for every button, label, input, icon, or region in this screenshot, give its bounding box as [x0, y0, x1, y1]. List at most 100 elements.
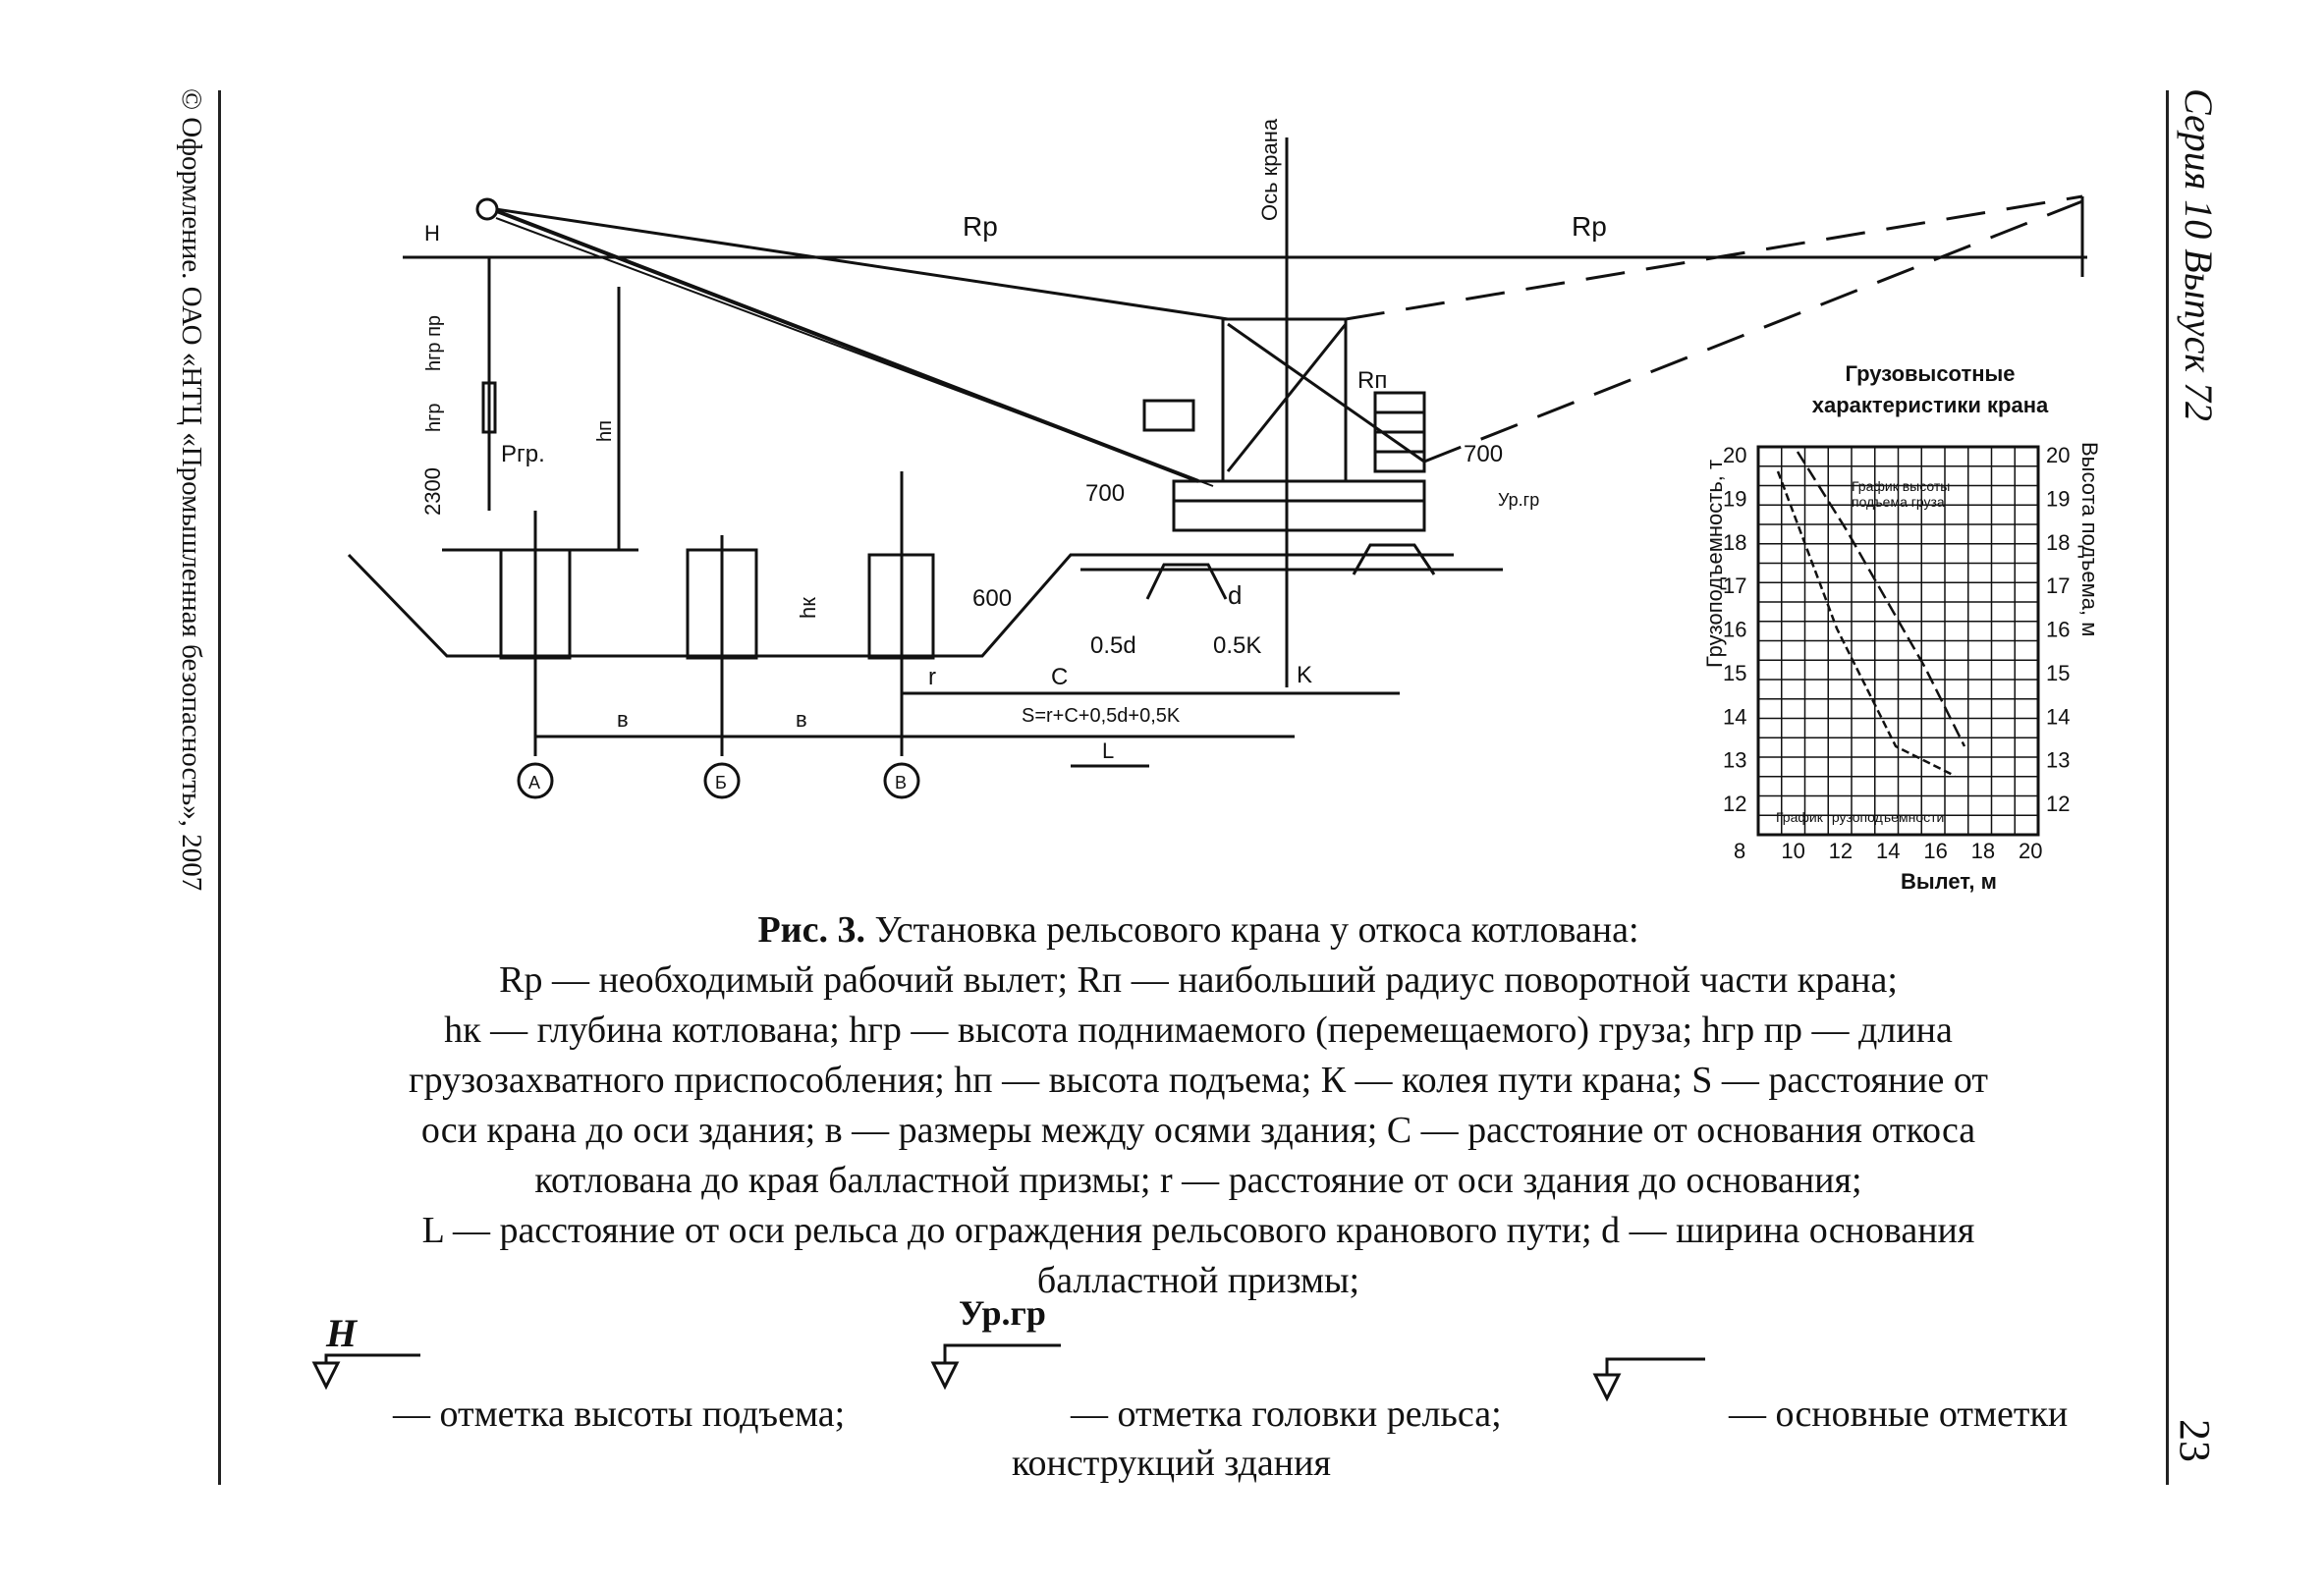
boom-left-inner [495, 217, 1214, 487]
page-number: 23 [2171, 1419, 2219, 1462]
caption-line-6: котлована до края балластной призмы; r —… [534, 1160, 1862, 1201]
chart-ytick-right: 20 [2046, 443, 2070, 467]
label-half-d: 0.5d [1090, 632, 1136, 659]
right-margin-rule [2166, 90, 2169, 1485]
base-mark-symbol [1592, 1357, 1705, 1402]
label-b1: в [617, 707, 629, 732]
label-700-right: 700 [1464, 441, 1503, 467]
chart-ylabel-right: Высота подъема, м [2077, 442, 2102, 636]
chart-ytick-left: 20 [1723, 443, 1746, 467]
chart-xtick: 18 [1971, 839, 1995, 863]
label-700-left: 700 [1085, 480, 1125, 507]
chart-ytick-left: 18 [1723, 530, 1746, 555]
label-l: L [1102, 738, 1114, 763]
label-axis-b: Б [715, 773, 727, 792]
chart-title-2: характеристики крана [1812, 393, 2049, 417]
label-hn: hп [594, 420, 616, 442]
label-h-gr: hгр [423, 403, 445, 432]
label-axis-v: В [895, 773, 907, 792]
caption-line-8: балластной призмы; [1036, 1260, 1360, 1301]
chart-ytick-right: 17 [2046, 574, 2070, 598]
label-half-k: 0.5K [1213, 632, 1261, 659]
label-600: 600 [972, 585, 1012, 612]
boom-right-dashed-top [1345, 194, 2083, 321]
label-rp-right: Rp [1572, 211, 1607, 242]
label-crane-axis: Ось крана [1257, 118, 1282, 221]
base-mark-text: — основные отметки [1729, 1393, 2069, 1435]
boom-top-chord [488, 206, 1229, 321]
label-axis-a: А [528, 773, 540, 792]
load-height-chart: Грузовысотные характеристики крана Грузо… [1702, 361, 2102, 894]
chart-ytick-left: 15 [1723, 661, 1746, 685]
label-hk: hк [796, 597, 820, 619]
marks-last-line: конструкций здания [1012, 1443, 1331, 1484]
label-H: H [424, 221, 440, 246]
chart-ytick-right: 14 [2046, 704, 2070, 729]
chart-xtick: 20 [2019, 839, 2042, 863]
label-r: r [928, 664, 936, 690]
height-mark-text: — отметка высоты подъема; [393, 1393, 846, 1435]
ground-profile [347, 553, 1454, 658]
label-rp-left: Rp [963, 211, 998, 242]
boom-right-dashed [1423, 199, 2083, 464]
rail-mark-text: — отметка головки рельса; [1071, 1393, 1502, 1435]
figure-caption: Рис. 3. Установка рельсового крана у отк… [236, 905, 2161, 1306]
rail-mark-letter: Ур.гр [959, 1293, 1046, 1333]
height-mark-letter: H [326, 1311, 358, 1355]
marks-legend: H — отметка высоты подъема; Ур.гр — отме… [265, 1293, 2161, 1493]
ballast-right [1352, 543, 1436, 575]
label-2300: 2300 [420, 467, 445, 516]
chart-ytick-left: 14 [1723, 704, 1746, 729]
label-s-formula: S=r+C+0,5d+0,5K [1022, 705, 1181, 727]
load-sling [481, 381, 497, 434]
axis-a-bubble [517, 762, 554, 799]
capacity-curve-label: График грузоподъемности [1776, 809, 1944, 825]
chart-ytick-right: 13 [2046, 748, 2070, 773]
chart-title-1: Грузовысотные [1845, 361, 2015, 386]
label-c: C [1051, 664, 1068, 690]
chart-xtick: 8 [1734, 839, 1745, 863]
chart-ytick-right: 18 [2046, 530, 2070, 555]
mast-frame [1221, 317, 1425, 481]
cab-window [1142, 399, 1195, 432]
rail-mark-symbol [930, 1343, 1061, 1391]
label-k: K [1297, 662, 1312, 688]
caption-line-4: грузозахватного приспособления; hп — выс… [409, 1060, 1988, 1101]
height-curve [1776, 470, 1956, 778]
label-h-gr-pr: hгр пр [423, 315, 445, 371]
caption-title-text: Установка рельсового крана у откоса котл… [864, 909, 1639, 951]
crane-drawing: Rp Rp Ось крана H hгр пр hгр Pгр. 2300 h… [347, 118, 2102, 894]
chart-xtick: 12 [1829, 839, 1853, 863]
ballast-left [1145, 563, 1228, 600]
chart-ytick-left: 17 [1723, 574, 1746, 598]
chart-ytick-right: 19 [2046, 486, 2070, 511]
chart-xtick: 10 [1781, 839, 1804, 863]
caption-line-3: hк — глубина котлована; hгр — высота под… [444, 1010, 1953, 1051]
label-d: d [1228, 580, 1242, 610]
chart-ytick-left: 19 [1723, 486, 1746, 511]
caption-line-2: Rр — необходимый рабочий вылет; Rп — наи… [499, 959, 1898, 1001]
height-mark-symbol [311, 1353, 420, 1391]
crane-platform [1172, 479, 1426, 503]
caption-title: Рис. 3. Установка рельсового крана у отк… [236, 905, 2161, 956]
label-rail-level: Ур.гр [1498, 490, 1539, 510]
label-b2: в [796, 707, 807, 732]
label-rn: Rп [1357, 367, 1387, 394]
caption-line-7: L — расстояние от оси рельса до огражден… [421, 1210, 1975, 1251]
chart-xtick: 14 [1876, 839, 1900, 863]
caption-line-5: оси крана до оси здания; в — размеры меж… [420, 1110, 1976, 1151]
chart-ytick-left: 13 [1723, 748, 1746, 773]
chart-ytick-left: 12 [1723, 792, 1746, 816]
chart-xtick: 16 [1923, 839, 1947, 863]
fig-label: Рис. 3. [757, 909, 865, 951]
capacity-curve [1796, 451, 1966, 747]
axis-v-bubble [883, 762, 920, 799]
label-p-gr: Pгр. [501, 441, 545, 467]
boom-tip-pulley [475, 197, 499, 221]
chart-ytick-left: 16 [1723, 618, 1746, 642]
left-margin-rule [218, 90, 221, 1485]
chart-ytick-right: 12 [2046, 792, 2070, 816]
axis-b-bubble [703, 762, 741, 799]
crane-undercarriage [1172, 499, 1426, 532]
chart-xlabel: Вылет, м [1901, 869, 1997, 894]
